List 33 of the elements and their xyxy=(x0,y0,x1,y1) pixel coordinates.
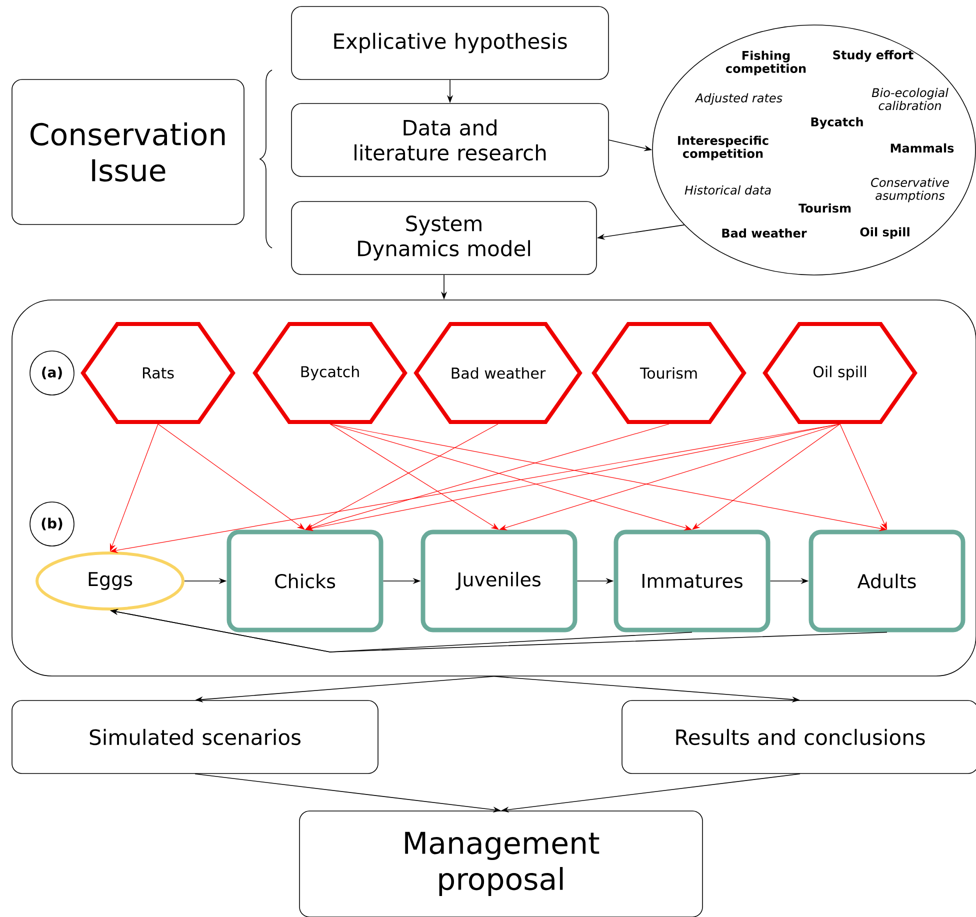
factor-label: Adjusted rates xyxy=(694,93,782,105)
factor-label: Bio-ecologial calibration xyxy=(872,88,948,110)
factor-label: Bad weather xyxy=(722,228,807,238)
process-box: Simulated scenarios xyxy=(12,700,378,774)
threat-hexagon: Tourism xyxy=(592,322,746,424)
process-box: System Dynamics model xyxy=(291,201,597,275)
factor-label: Oil spill xyxy=(860,227,910,239)
threat-hexagon: Bad weather xyxy=(414,322,582,424)
threat-hexagon: Bycatch xyxy=(252,322,408,424)
process-box: Explicative hypothesis xyxy=(291,6,609,80)
process-box: Results and conclusions xyxy=(622,700,976,774)
model-panel xyxy=(12,300,976,676)
factor-label: Bycatch xyxy=(811,117,863,129)
process-box: Data and literature research xyxy=(291,103,609,177)
factor-label: Historical data xyxy=(684,185,771,195)
factor-label: Mammals xyxy=(890,143,954,153)
process-box: Management proposal xyxy=(299,810,703,917)
stage-box: Chicks xyxy=(226,530,384,632)
stage-box: Juveniles xyxy=(420,530,578,632)
stage-box: Adults xyxy=(808,530,966,632)
stage-box: Immatures xyxy=(614,530,770,632)
process-box: Conservation Issue xyxy=(12,79,244,225)
panel-label: (b) xyxy=(30,502,74,546)
factor-label: Fishing competition xyxy=(726,50,806,76)
factor-label: Study effort xyxy=(833,50,914,62)
factor-label: Interespecific competition xyxy=(678,136,768,160)
threat-hexagon: Oil spill xyxy=(762,322,918,424)
arrow xyxy=(158,424,305,530)
factor-label: Tourism xyxy=(798,203,851,213)
arrow xyxy=(692,424,840,530)
threat-hexagon: Rats xyxy=(80,322,236,424)
factor-label: Conservative asumptions xyxy=(871,178,949,202)
panel-label: (a) xyxy=(30,350,74,396)
